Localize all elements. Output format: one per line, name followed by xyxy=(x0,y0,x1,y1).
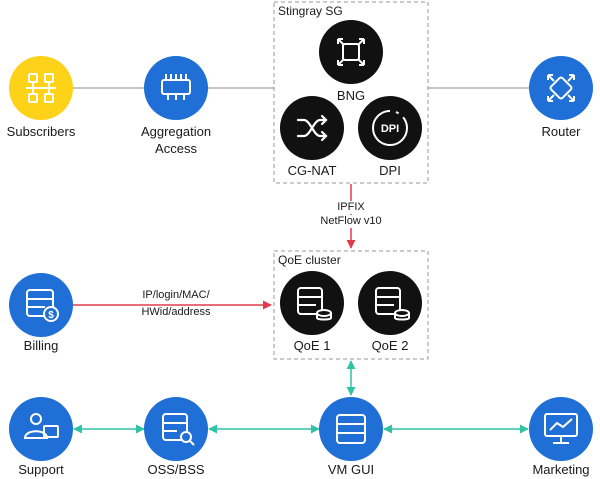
qoe2-node[interactable] xyxy=(358,271,422,335)
aggregation-label-line1: Aggregation xyxy=(140,124,212,139)
monitor-chart-icon xyxy=(544,413,578,444)
subscribers-label: Subscribers xyxy=(6,124,76,139)
router-node[interactable] xyxy=(529,56,593,120)
qoe2-label: QoE 2 xyxy=(371,338,409,353)
billing-icon: $ xyxy=(26,289,59,322)
support-node[interactable] xyxy=(9,397,73,461)
billing-label: Billing xyxy=(23,338,59,353)
dpi-node[interactable]: DPI xyxy=(358,96,422,160)
bng-node[interactable] xyxy=(319,20,383,84)
aggregation-label-line2: Access xyxy=(155,141,197,156)
billing-node[interactable]: $ xyxy=(9,273,73,337)
shuffle-icon xyxy=(296,114,328,142)
qoe-cluster-label: QoE cluster xyxy=(278,253,341,267)
marketing-node[interactable] xyxy=(529,397,593,461)
server-icon xyxy=(297,287,332,321)
list-window-icon xyxy=(336,414,366,444)
dpi-icon-text: DPI xyxy=(381,123,399,135)
support-icon xyxy=(23,413,59,439)
router-icon xyxy=(547,74,575,102)
svg-text:$: $ xyxy=(48,310,54,321)
qoe1-node[interactable] xyxy=(280,271,344,335)
ipfix-label-line1: IPFIX xyxy=(337,201,365,214)
marketing-label: Marketing xyxy=(532,462,590,477)
router-label: Router xyxy=(541,124,581,139)
subscribers-icon xyxy=(26,73,56,103)
expand-arrows-icon xyxy=(337,38,365,66)
support-label: Support xyxy=(18,462,64,477)
dpi-label: DPI xyxy=(379,163,401,178)
search-database-icon xyxy=(162,413,195,446)
oss-bss-node[interactable] xyxy=(144,397,208,461)
stingray-sg-label: Stingray SG xyxy=(278,4,343,18)
qoe1-label: QoE 1 xyxy=(293,338,331,353)
server-icon xyxy=(375,287,410,321)
cgnat-label: CG-NAT xyxy=(287,163,337,178)
management-links xyxy=(73,360,529,434)
oss-bss-label: OSS/BSS xyxy=(147,462,205,477)
aggregation-access-node[interactable] xyxy=(144,56,208,120)
dpi-icon: DPI xyxy=(372,110,408,146)
switch-icon xyxy=(161,74,191,100)
vm-gui-node[interactable] xyxy=(319,397,383,461)
cgnat-node[interactable] xyxy=(280,96,344,160)
billing-link-label-line1: IP/login/MAC/ xyxy=(142,289,210,301)
bng-label: BNG xyxy=(336,88,366,103)
vm-gui-label: VM GUI xyxy=(327,462,375,477)
billing-link-label-line2: HWid/address xyxy=(141,306,211,318)
ipfix-label-line2: NetFlow v10 xyxy=(320,215,382,228)
subscribers-node[interactable] xyxy=(9,56,73,120)
